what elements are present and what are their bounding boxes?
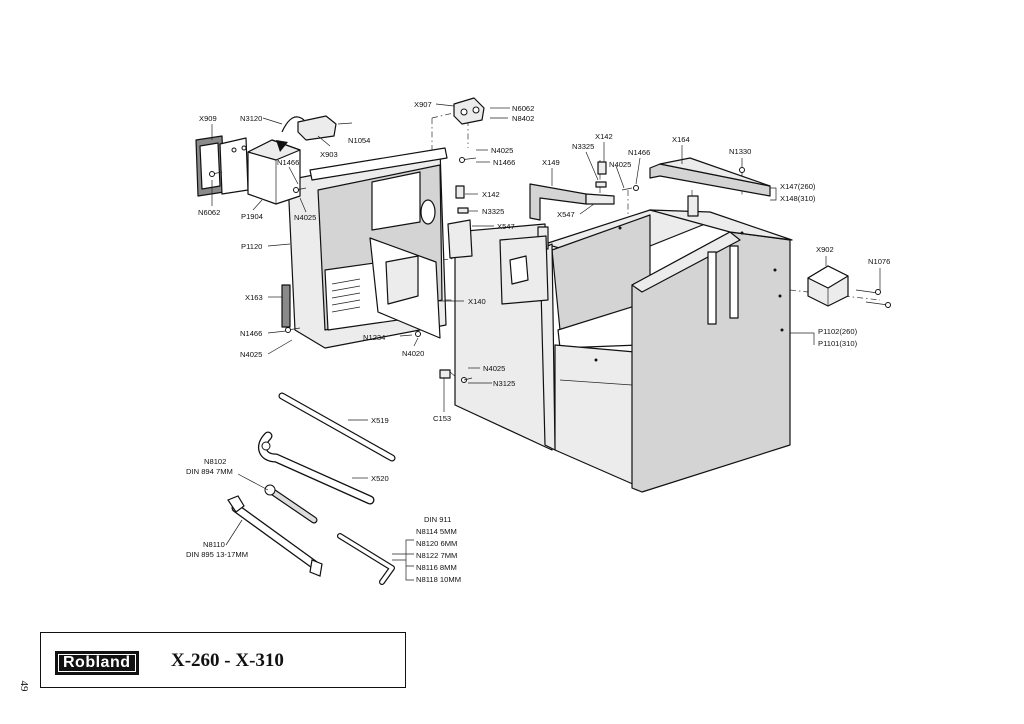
label-x903: X903	[320, 150, 338, 159]
label-n1466-d: N1466	[628, 148, 650, 157]
nut-n3325-b	[595, 181, 607, 188]
part-labels: X909 N3120 X903 N1054 X907 N6062 N8402 N…	[186, 100, 890, 584]
screw-n1234	[399, 334, 413, 337]
knob-x142-b	[597, 161, 607, 175]
label-x149: X149	[542, 158, 560, 167]
guard-x149	[529, 183, 615, 221]
nut-n3325-a	[457, 207, 469, 214]
vent-slots	[331, 278, 361, 313]
knob-x142-a	[455, 185, 465, 199]
label-x164: X164	[672, 135, 690, 144]
label-n1076: N1076	[868, 257, 890, 266]
label-n1234: N1234	[363, 333, 385, 342]
bolt-n1466-a	[293, 187, 307, 193]
label-x148: X148(310)	[780, 194, 816, 203]
label-n3325-b: N3325	[572, 142, 594, 151]
label-n8120: N8120 6MM	[416, 539, 457, 548]
label-n6062-left: N6062	[198, 208, 220, 217]
switch-box-x902	[807, 265, 891, 308]
label-n8118: N8118 10MM	[416, 575, 461, 584]
bolt-n1466-d	[633, 185, 639, 191]
label-n1466-c: N1466	[240, 329, 262, 338]
label-x520: X520	[371, 474, 389, 483]
label-p1101: P1101(310)	[818, 339, 858, 348]
label-din894: DIN 894 7MM	[186, 467, 233, 476]
label-p1102: P1102(260)	[818, 327, 858, 336]
label-x547-b: X547	[557, 210, 575, 219]
hinge-c153	[439, 369, 451, 379]
label-x902: X902	[816, 245, 834, 254]
label-n3325-a: N3325	[482, 207, 504, 216]
bolt-n4025-e	[621, 187, 633, 191]
label-x142-a: X142	[482, 190, 500, 199]
label-n6062-top: N6062	[512, 104, 534, 113]
label-n4025-e: N4025	[609, 160, 631, 169]
label-x163: X163	[245, 293, 263, 302]
title-block: Robland X-260 - X-310	[40, 632, 406, 688]
bolt-n4025-a	[459, 157, 477, 163]
label-n4025-c: N4025	[240, 350, 262, 359]
label-n1054: N1054	[348, 136, 370, 145]
label-din895: DIN 895 13-17MM	[186, 550, 248, 559]
cabinet-body	[454, 195, 793, 493]
label-x547-a: X547	[497, 222, 515, 231]
spanner-n8102	[264, 484, 318, 524]
label-p1120: P1120	[241, 242, 262, 251]
label-n4025-a: N4025	[491, 146, 513, 155]
page-number: 49	[18, 680, 30, 692]
plate-x547	[447, 219, 549, 305]
bracket-x163	[281, 284, 291, 328]
label-n4025-b: N4025	[294, 213, 316, 222]
label-x907: X907	[414, 100, 432, 109]
label-din911: DIN 911	[424, 515, 451, 524]
label-p1904: P1904	[241, 212, 263, 221]
rail-x164	[649, 157, 771, 197]
label-n3125: N3125	[493, 379, 515, 388]
brand-logo: Robland	[55, 651, 139, 675]
bolt-n4025-d	[461, 377, 473, 383]
label-n8110: N8110	[203, 540, 225, 549]
label-n1330: N1330	[729, 147, 751, 156]
screw-n4020	[415, 331, 421, 337]
bolt-n1466-c	[285, 327, 301, 333]
model-title: X-260 - X-310	[171, 650, 284, 671]
front-panel-p1120	[287, 147, 448, 349]
rod-x519	[278, 392, 396, 462]
electric-box	[195, 135, 301, 205]
hex-keys	[337, 533, 395, 585]
label-n4020: N4020	[402, 349, 424, 358]
label-x909: X909	[199, 114, 217, 123]
label-x142-b: X142	[595, 132, 613, 141]
label-x147: X147(260)	[780, 182, 816, 191]
label-x140: X140	[468, 297, 486, 306]
leader-lines	[211, 103, 881, 581]
label-n8114: N8114 5MM	[416, 527, 457, 536]
switch-x903	[276, 115, 353, 152]
label-n8116: N8116 8MM	[416, 563, 457, 572]
label-n1466-b: N1466	[493, 158, 515, 167]
wrench-x520	[258, 431, 375, 505]
label-n4025-d: N4025	[483, 364, 505, 373]
spanner-n8110	[227, 495, 323, 577]
label-x519: X519	[371, 416, 389, 425]
label-n8102: N8102	[204, 457, 226, 466]
label-n8402: N8402	[512, 114, 534, 123]
label-n1466-a: N1466	[277, 158, 299, 167]
label-c153: C153	[433, 414, 451, 423]
plug-x907	[453, 97, 508, 125]
label-n8122: N8122 7MM	[416, 551, 457, 560]
label-n3120: N3120	[240, 114, 262, 123]
